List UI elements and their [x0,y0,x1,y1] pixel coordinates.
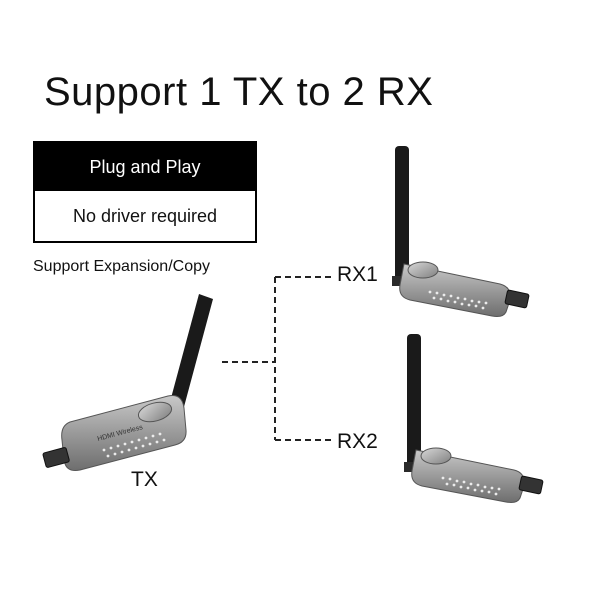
rx2-label: RX2 [337,430,378,453]
tx-antenna [167,294,213,418]
rx1-antenna [395,146,409,282]
dashed-connectors [222,276,334,441]
tx-label: TX [131,468,158,491]
page-title: Support 1 TX to 2 RX [44,70,434,114]
no-driver-label: No driver required [72,205,218,226]
rx1-device [392,146,530,317]
rx2-pivot-cap [420,447,452,465]
rx1-vent-holes [428,290,488,310]
tx-device: HDMI Wireless [42,294,213,471]
rx2-vent-holes [441,476,501,496]
tx-pivot-cap [137,401,173,423]
feature-box: Plug and Play No driver required [33,141,257,243]
plug-and-play-label: Plug and Play [35,143,255,191]
rx2-antenna [407,334,421,468]
rx1-pivot-cap [407,261,439,279]
rx1-hdmi-plug [504,289,530,309]
expansion-label: Support Expansion/Copy [33,258,210,275]
rx2-device [404,334,544,503]
rx2-hdmi-plug [518,475,544,495]
rx1-label: RX1 [337,263,378,286]
tx-vent-holes [102,432,166,458]
tx-hdmi-plug [42,447,70,468]
